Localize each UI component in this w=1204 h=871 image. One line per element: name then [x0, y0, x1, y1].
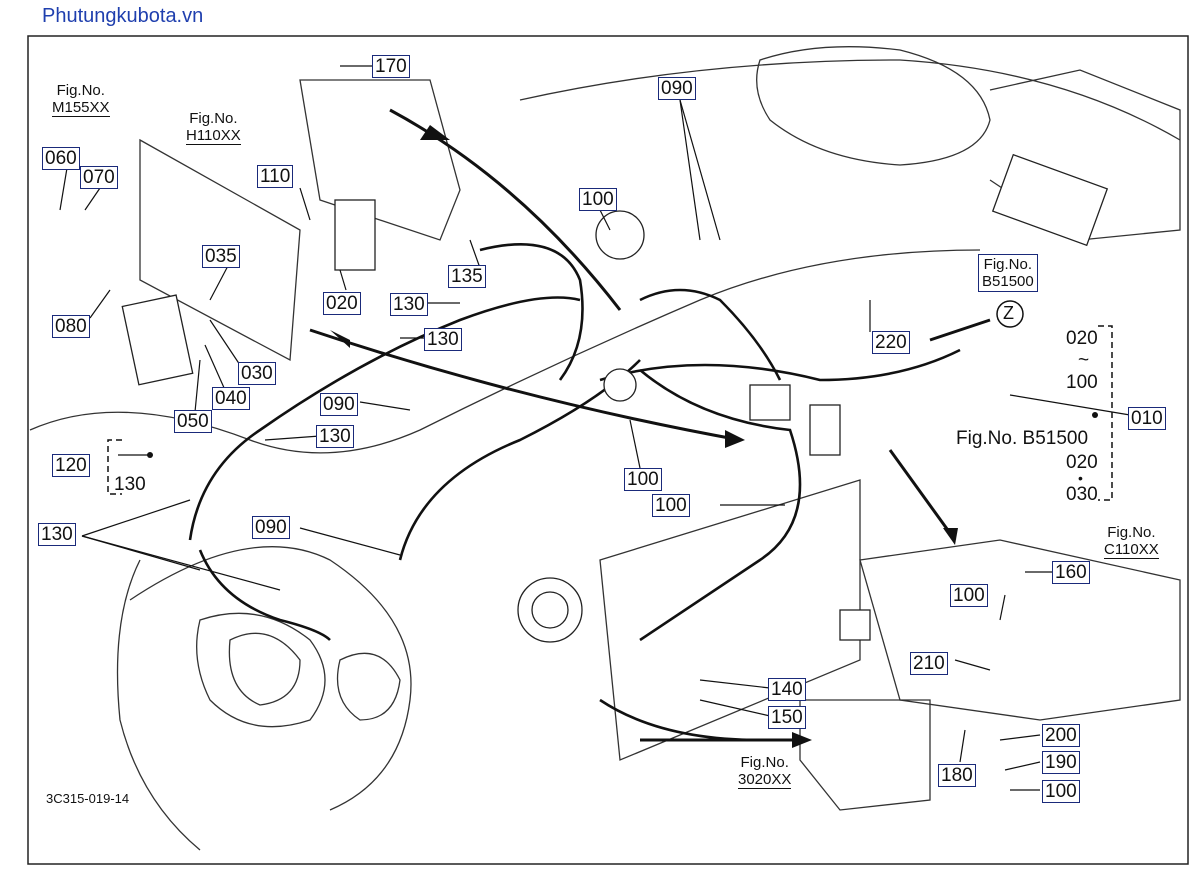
fig-ref-code: C110XX [1104, 541, 1159, 559]
callout-190[interactable]: 190 [1042, 751, 1080, 774]
arrow-heads [330, 125, 958, 748]
callout-040[interactable]: 040 [212, 387, 250, 410]
callout-130[interactable]: 130 [390, 293, 428, 316]
range-sub-from: 020 [1066, 452, 1098, 473]
range-dot: • [1078, 470, 1083, 486]
callout-180[interactable]: 180 [938, 764, 976, 787]
zone-circle [996, 300, 1024, 328]
callout-090[interactable]: 090 [658, 77, 696, 100]
callout-100[interactable]: 100 [652, 494, 690, 517]
callout-050[interactable]: 050 [174, 410, 212, 433]
fig-ref-title: Fig.No. [740, 754, 789, 771]
callout-060[interactable]: 060 [42, 147, 80, 170]
callout-220[interactable]: 220 [872, 331, 910, 354]
callout-160[interactable]: 160 [1052, 561, 1090, 584]
direction-arrows [309, 108, 991, 742]
fig-ref-3020xx[interactable]: Fig.No. 3020XX [738, 754, 792, 789]
fig-ref-code: M155XX [52, 99, 110, 117]
fig-ref-m155xx[interactable]: Fig.No. M155XX [52, 82, 110, 117]
callout-010[interactable]: 010 [1128, 407, 1166, 430]
callout-100[interactable]: 100 [1042, 780, 1080, 803]
watermark-text[interactable]: Phutungkubota.vn [42, 5, 204, 27]
callout-120[interactable]: 120 [52, 454, 90, 477]
leader-lines [59, 65, 1131, 791]
callout-100[interactable]: 100 [624, 468, 662, 491]
callout-130[interactable]: 130 [316, 425, 354, 448]
callout-070[interactable]: 070 [80, 166, 118, 189]
callout-030[interactable]: 030 [238, 362, 276, 385]
fig-ref-title: Fig.No. [189, 110, 238, 127]
components [121, 153, 1109, 643]
callout-020[interactable]: 020 [323, 292, 361, 315]
callout-130[interactable]: 130 [38, 523, 76, 546]
callout-140[interactable]: 140 [768, 678, 806, 701]
callout-090[interactable]: 090 [320, 393, 358, 416]
range-to: 100 [1066, 372, 1098, 393]
leader-dot [147, 452, 153, 458]
leader-dot [1092, 412, 1098, 418]
callout-200[interactable]: 200 [1042, 724, 1080, 747]
diagram-frame [27, 35, 1189, 865]
fig-ref-title: Fig.No. [56, 82, 105, 99]
fig-ref-h110xx[interactable]: Fig.No. H110XX [186, 110, 241, 145]
range-from: 020 [1066, 328, 1098, 349]
fig-ref-b51500[interactable]: Fig.No. B51500 [978, 254, 1038, 292]
diagram-code: 3C315-019-14 [46, 791, 130, 806]
fig-ref-code: B51500 [982, 273, 1034, 290]
callout-100[interactable]: 100 [579, 188, 617, 211]
range-sub-to: 030 [1066, 484, 1098, 505]
callout-150[interactable]: 150 [768, 706, 806, 729]
callout-135[interactable]: 135 [448, 265, 486, 288]
callout-170[interactable]: 170 [372, 55, 410, 78]
callout-130[interactable]: 130 [424, 328, 462, 351]
harness-wires [188, 243, 961, 742]
callout-035[interactable]: 035 [202, 245, 240, 268]
callout-100[interactable]: 100 [950, 584, 988, 607]
fig-ref-c110xx[interactable]: Fig.No. C110XX [1104, 524, 1159, 559]
range-bracket [107, 325, 1113, 501]
fig-ref-code: H110XX [186, 127, 241, 145]
zone-marker-label: Z [1003, 303, 1014, 323]
callout-210[interactable]: 210 [910, 652, 948, 675]
callout-110[interactable]: 110 [257, 165, 294, 188]
range-tilde: ~ [1078, 350, 1090, 371]
callout-130[interactable]: 130 [114, 474, 146, 495]
inline-fig-ref[interactable]: Fig.No. B51500 [956, 428, 1089, 449]
callout-090[interactable]: 090 [252, 516, 290, 539]
callout-080[interactable]: 080 [52, 315, 90, 338]
fig-ref-code: 3020XX [738, 771, 792, 789]
fig-ref-title: Fig.No. [983, 256, 1033, 273]
fig-ref-title: Fig.No. [1107, 524, 1156, 541]
